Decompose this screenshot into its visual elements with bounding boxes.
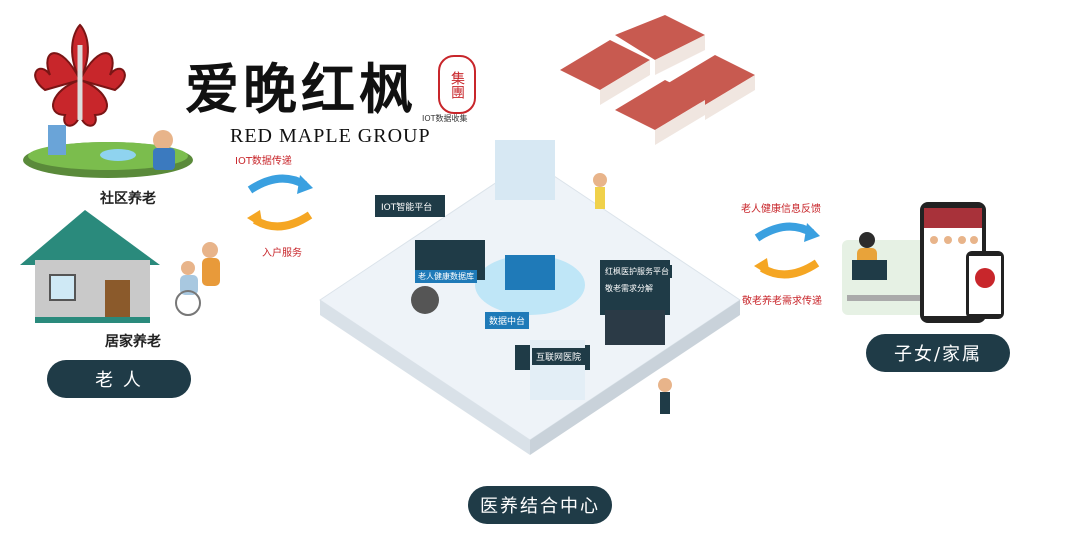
- elder-pill: 老 人: [47, 360, 191, 398]
- sign-internet-hospital: 互联网医院: [532, 348, 586, 365]
- sign-demand-analysis: 敬老需求分解: [602, 282, 656, 295]
- right-arrow-top-label: 老人健康信息反馈: [741, 204, 821, 215]
- home-label: 居家养老: [105, 334, 161, 350]
- sign-iot-platform: IOT智能平台: [377, 198, 437, 215]
- center-pill: 医养结合中心: [468, 486, 612, 524]
- brand-seal-text: 集團: [449, 70, 465, 99]
- iot-caption: IOT数据收集: [422, 114, 468, 123]
- sign-data-center: 数据中台: [485, 312, 530, 329]
- sign-elder-database: 老人健康数据库: [415, 270, 477, 283]
- house-icon: [15, 205, 165, 325]
- brand-name-en: RED MAPLE GROUP: [230, 125, 431, 147]
- right-arrow-bottom-label: 敬老养老需求传递: [742, 296, 822, 307]
- sign-care-platform: 红枫医护服务平台: [602, 265, 672, 278]
- sync-arrows-icon: [752, 218, 822, 283]
- left-arrow-bottom-label: 入户服务: [262, 248, 302, 259]
- phone-small-icon: [965, 250, 1005, 320]
- platform-illustration: [315, 100, 745, 480]
- left-arrow-top-label: IOT数据传递: [235, 156, 292, 167]
- family-pill: 子女/家属: [866, 334, 1010, 372]
- rooms-illustration: [555, 15, 775, 150]
- maple-leaf-icon: [20, 20, 140, 140]
- elder-figures: [170, 238, 230, 318]
- brand-seal: 集團: [438, 55, 476, 114]
- community-illustration: [18, 120, 198, 180]
- brand-name-cn: 爱晚红枫: [185, 57, 417, 121]
- community-label: 社区养老: [100, 191, 156, 207]
- sync-arrows-icon: [245, 170, 315, 235]
